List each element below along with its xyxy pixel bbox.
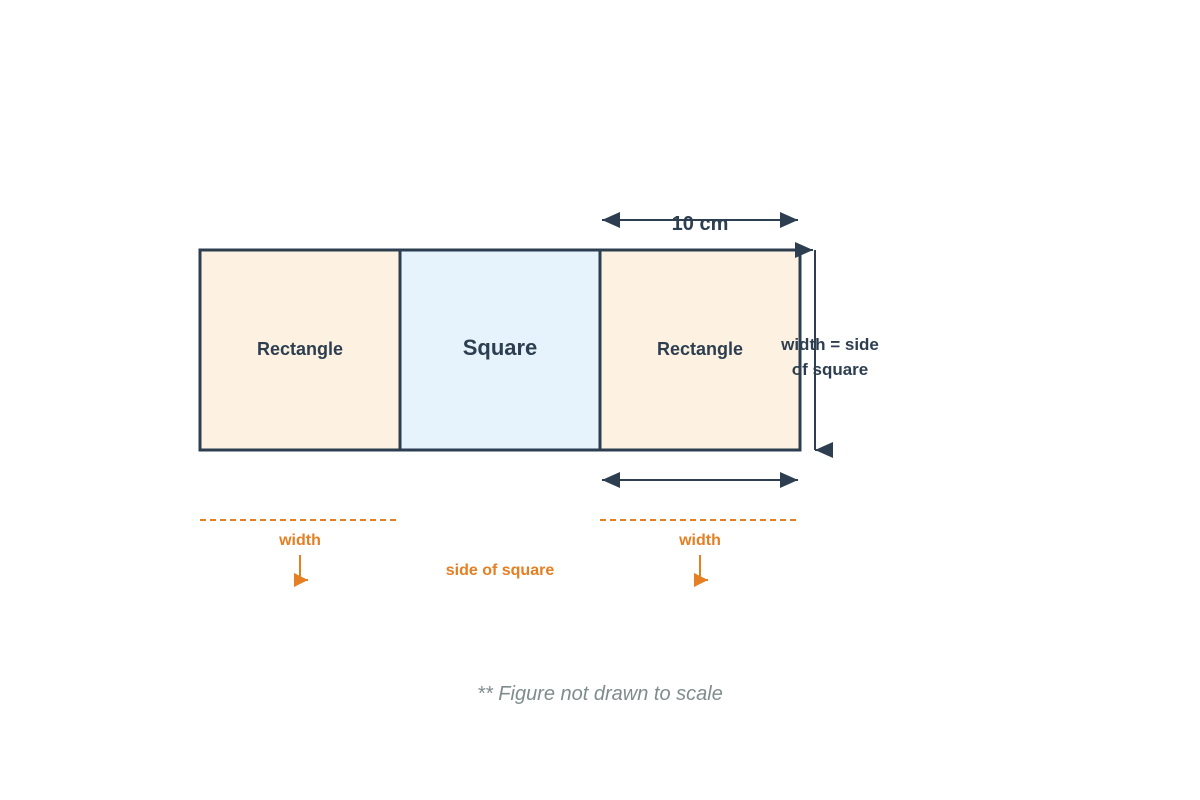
right-width-label: width	[678, 532, 721, 549]
right-rectangle	[598, 248, 802, 452]
square	[398, 248, 602, 452]
side-label-line2: of square	[792, 360, 869, 379]
left-rectangle-label: Rectangle	[257, 339, 343, 359]
right-width-pointer	[694, 555, 708, 587]
side-of-square-label: side of square	[446, 562, 555, 579]
scale-note: ** Figure not drawn to scale	[477, 683, 723, 705]
square-label: Square	[463, 335, 538, 360]
right-rectangle-label: Rectangle	[657, 339, 743, 359]
left-width-pointer	[294, 555, 308, 587]
side-label-line1: width = side	[780, 335, 879, 354]
left-rectangle	[198, 248, 402, 452]
left-width-label: width	[278, 532, 321, 549]
top-length-label: 10 cm	[672, 213, 729, 235]
